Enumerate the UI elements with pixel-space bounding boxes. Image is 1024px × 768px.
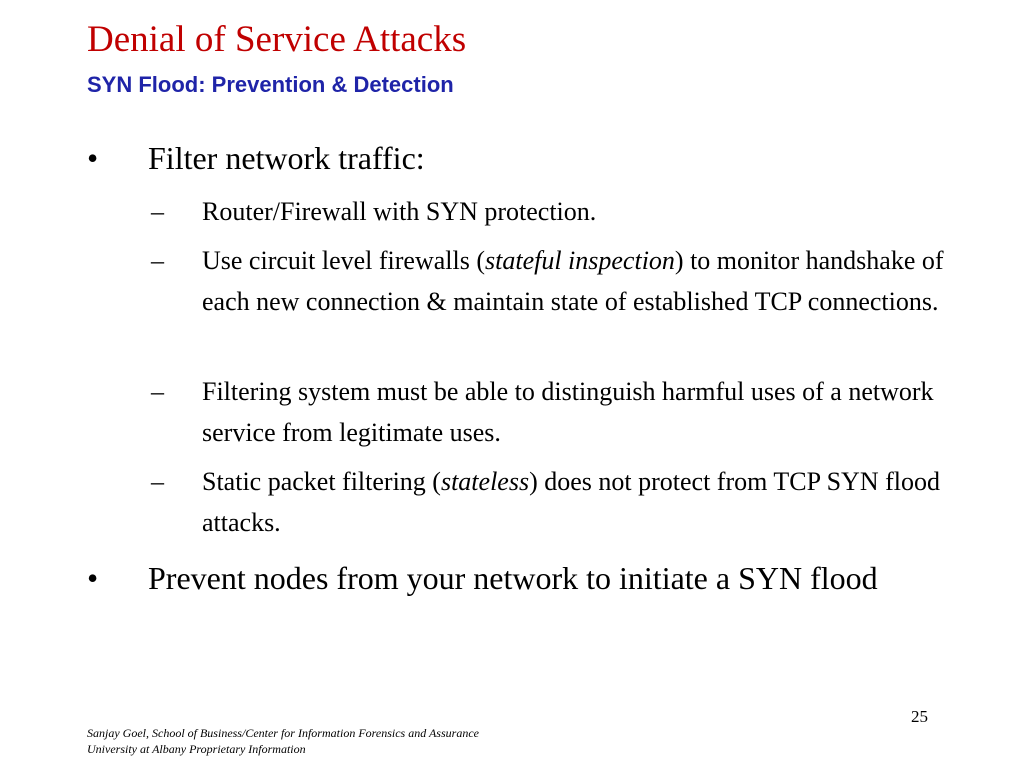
dash-marker: – [151,246,164,275]
footer-line: University at Albany Proprietary Informa… [87,742,306,756]
slide-title: Denial of Service Attacks [87,19,467,60]
footer-line: Sanjay Goel, School of Business/Center f… [87,726,479,740]
sub-bullet-text: Router/Firewall with SYN protection. [202,197,597,226]
sub-bullet-text: Filtering system must be able to disting… [202,377,934,447]
sub-bullet-text: Use circuit level firewalls (stateful in… [202,240,982,322]
dash-marker: – [151,467,164,496]
dash-marker: – [151,377,164,406]
sub-bullet-text-part: ) to monitor handshake of each new conne… [202,246,944,316]
page-number: 25 [911,707,928,726]
emphasis-text: stateless [440,467,530,496]
sub-bullet-text-part: Use circuit level firewalls ( [202,246,485,275]
bullet-text: Filter network traffic: [148,140,425,176]
bullet-marker: • [87,560,99,596]
footer: Sanjay Goel, School of Business/Center f… [87,725,479,757]
slide-subtitle: SYN Flood: Prevention & Detection [87,72,454,97]
bullet-marker: • [87,140,99,176]
sub-bullet-text-part: ) does not protect from TCP SYN flood at… [202,467,940,537]
dash-marker: – [151,197,164,226]
sub-bullet-text: Static packet filtering (stateless) does… [202,461,982,543]
emphasis-text: stateful inspection [485,246,675,275]
sub-bullet-text-part: Static packet filtering ( [202,467,441,496]
bullet-text: Prevent nodes from your network to initi… [148,560,878,596]
